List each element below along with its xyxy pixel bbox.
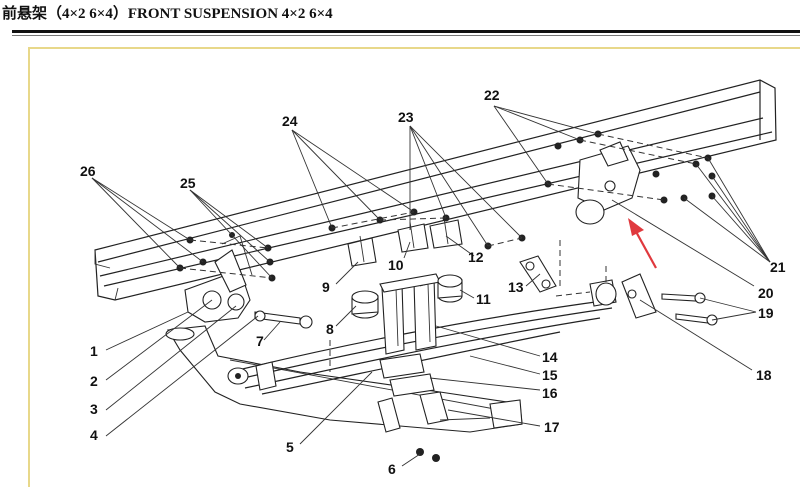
callout-3: 3 bbox=[90, 401, 98, 417]
callout-10: 10 bbox=[388, 257, 404, 273]
buffer-bracket-10 bbox=[397, 221, 429, 253]
title-rule-thin bbox=[12, 35, 800, 36]
callout-23: 23 bbox=[398, 109, 414, 125]
callout-17: 17 bbox=[544, 419, 560, 435]
rear-hanger-bracket bbox=[575, 141, 641, 225]
buffer-bracket-9 bbox=[347, 235, 377, 267]
frame-rail bbox=[94, 79, 777, 301]
buffer-bracket-12 bbox=[429, 217, 463, 249]
callout-26: 26 bbox=[80, 163, 96, 179]
bolts-19 bbox=[661, 292, 718, 326]
callout-12: 12 bbox=[468, 249, 484, 265]
red-arrow-indicator bbox=[628, 218, 657, 269]
diagram-frame bbox=[28, 47, 800, 487]
rubber-buffer-8 bbox=[351, 290, 379, 319]
shackle-bushing bbox=[589, 273, 657, 319]
callout-2: 2 bbox=[90, 373, 98, 389]
callout-5: 5 bbox=[286, 439, 294, 455]
callout-4: 4 bbox=[90, 427, 98, 443]
callout-7: 7 bbox=[256, 333, 264, 349]
callout-25: 25 bbox=[180, 175, 196, 191]
callout-6: 6 bbox=[388, 461, 396, 477]
callout-9: 9 bbox=[322, 279, 330, 295]
callout-8: 8 bbox=[326, 321, 334, 337]
front-axle bbox=[165, 325, 523, 433]
spring-pin bbox=[254, 310, 313, 329]
callout-19: 19 bbox=[758, 305, 774, 321]
shackle-plate bbox=[519, 255, 557, 293]
callout-1: 1 bbox=[90, 343, 98, 359]
callout-15: 15 bbox=[542, 367, 558, 383]
callout-14: 14 bbox=[542, 349, 558, 365]
assembly-lines bbox=[179, 133, 709, 372]
callout-labels: 1 2 3 4 5 6 7 8 9 10 11 12 13 14 15 16 1… bbox=[80, 87, 786, 477]
callout-20: 20 bbox=[758, 285, 774, 301]
u-bolt-clamp bbox=[379, 273, 441, 355]
page-title: 前悬架（4×2 6×4）FRONT SUSPENSION 4×2 6×4 bbox=[2, 6, 333, 22]
callout-18: 18 bbox=[756, 367, 772, 383]
rubber-buffer-11 bbox=[437, 274, 463, 303]
title-rule bbox=[12, 30, 800, 33]
callout-16: 16 bbox=[542, 385, 558, 401]
callout-24: 24 bbox=[282, 113, 298, 129]
callout-11: 11 bbox=[476, 291, 491, 307]
leader-lines bbox=[91, 105, 771, 467]
callout-21: 21 bbox=[770, 259, 786, 275]
callout-22: 22 bbox=[484, 87, 500, 103]
callout-13: 13 bbox=[508, 279, 524, 295]
